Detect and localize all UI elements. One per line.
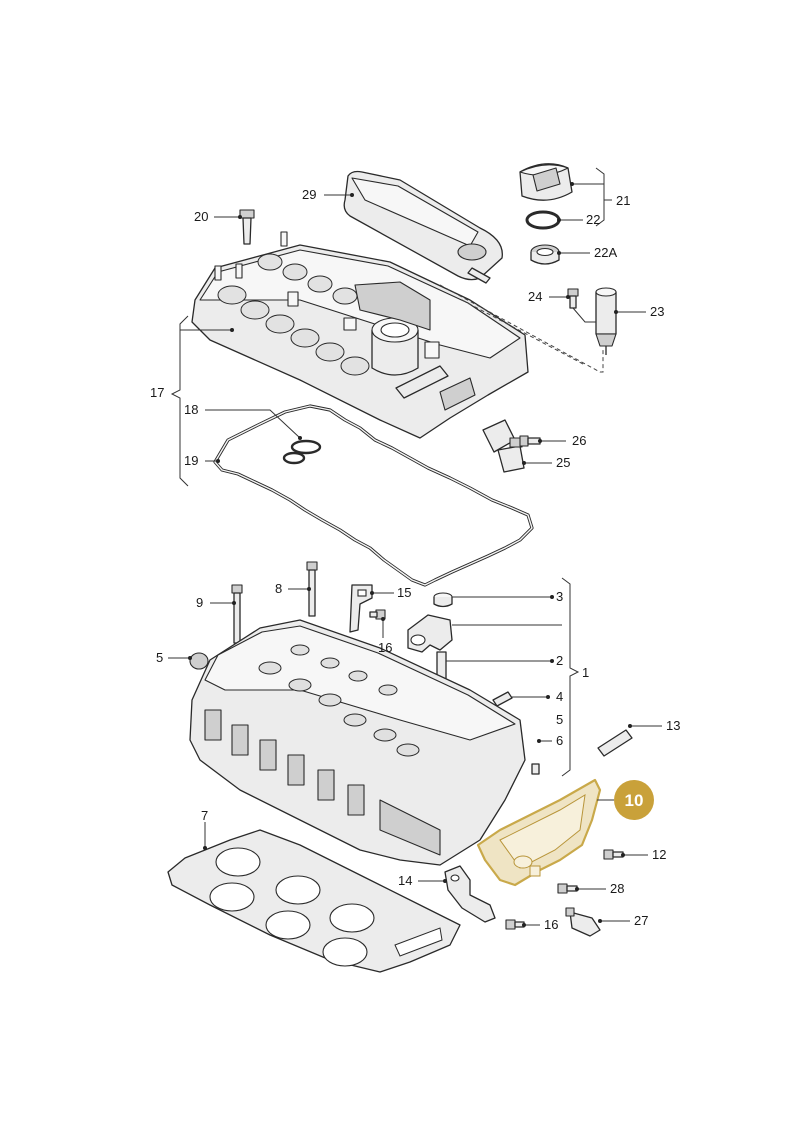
sensor-23: [595, 287, 617, 355]
bearing-cap: [407, 614, 453, 653]
label-1: 1: [582, 665, 589, 680]
housing-gasket: [213, 404, 534, 587]
bracket-15: [349, 584, 373, 633]
label-29: 29: [302, 187, 316, 202]
plug-5: [189, 652, 209, 670]
camshaft-housing: [191, 231, 529, 439]
callout-labels: 29 20 21 22 22A 24 23 17 18 19 26 25 8 9…: [150, 187, 680, 932]
label-2: 2: [556, 653, 563, 668]
cylinder-head: [189, 619, 526, 866]
label-25: 25: [556, 455, 570, 470]
label-17: 17: [150, 385, 164, 400]
label-15: 15: [397, 585, 411, 600]
seal-18: [282, 439, 322, 465]
label-5-right: 5: [556, 712, 563, 727]
label-6: 6: [556, 733, 563, 748]
label-26: 26: [572, 433, 586, 448]
bolt-16-upper: [369, 609, 386, 620]
label-24: 24: [528, 289, 542, 304]
sensor-27: [565, 907, 601, 937]
bolt-12: [603, 849, 624, 860]
label-3: 3: [556, 589, 563, 604]
bolt-9: [231, 584, 243, 644]
label-23: 23: [650, 304, 664, 319]
oil-filler-cap: [519, 163, 573, 201]
bolt-20: [239, 209, 255, 245]
leader-lines: [168, 167, 662, 927]
label-19: 19: [184, 453, 198, 468]
bolt-24: [567, 288, 579, 309]
label-18: 18: [184, 402, 198, 417]
pin-13: [597, 729, 633, 757]
cover-29: [343, 170, 503, 284]
label-27: 27: [634, 913, 648, 928]
label-5-left: 5: [156, 650, 163, 665]
bolt-4: [492, 691, 513, 707]
label-8: 8: [275, 581, 282, 596]
highlighted-part-10: [476, 778, 602, 887]
label-7: 7: [201, 808, 208, 823]
nut-3: [433, 592, 453, 608]
head-gasket: [167, 829, 461, 973]
label-22: 22: [586, 212, 600, 227]
label-13: 13: [666, 718, 680, 733]
label-16-lower: 16: [544, 917, 558, 932]
label-20: 20: [194, 209, 208, 224]
label-14: 14: [398, 873, 412, 888]
label-28: 28: [610, 881, 624, 896]
bolt-28: [557, 883, 578, 894]
label-9: 9: [196, 595, 203, 610]
bolt-8: [306, 561, 318, 617]
label-22a: 22A: [594, 245, 617, 260]
label-4: 4: [556, 689, 563, 704]
seal-ring: [525, 210, 561, 230]
seal-22a: [530, 244, 560, 265]
bolt-26: [519, 435, 541, 447]
label-12: 12: [652, 847, 666, 862]
bracket-14: [444, 865, 496, 923]
pin-6: [531, 763, 540, 775]
callout-badge-10: 10: [614, 780, 654, 820]
bolt-16-lower: [505, 919, 525, 930]
sensor-25: [482, 419, 525, 473]
label-21: 21: [616, 193, 630, 208]
label-16-upper: 16: [378, 640, 392, 655]
badge-label-10: 10: [625, 791, 644, 810]
